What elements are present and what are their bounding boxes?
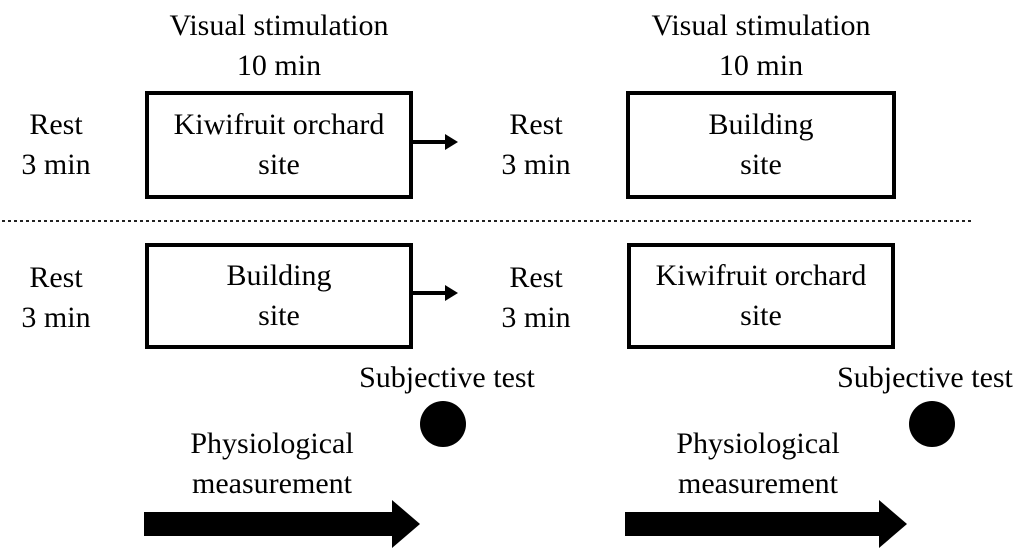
rest-label-row2-left: Rest 3 min: [6, 258, 106, 338]
rest-line1: Rest: [29, 108, 83, 141]
flow-arrow-icon: [412, 131, 460, 153]
rest-line1: Rest: [509, 261, 563, 294]
site-box-line2: site: [740, 299, 782, 332]
physiological-measurement-label-right: Physiological measurement: [628, 424, 888, 504]
site-box-kiwifruit-row2: Kiwifruit orchard site: [627, 243, 895, 349]
rest-line2: 3 min: [21, 148, 91, 181]
site-box-line1: Building: [708, 108, 814, 141]
rest-line2: 3 min: [501, 301, 571, 334]
visual-stimulation-header-right: Visual stimulation 10 min: [626, 6, 896, 86]
rest-line1: Rest: [29, 261, 83, 294]
site-box-line1: Kiwifruit orchard: [173, 108, 385, 141]
rest-line2: 3 min: [501, 148, 571, 181]
subjective-test-dot-icon: [420, 401, 466, 447]
subjective-test-label-right: Subjective test: [825, 358, 1024, 398]
physiological-line1: Physiological: [676, 427, 840, 460]
site-box-line2: site: [258, 148, 300, 181]
header-line1: Visual stimulation: [169, 9, 389, 42]
subjective-test-label-left: Subjective test: [347, 358, 547, 398]
site-box-line1: Kiwifruit orchard: [655, 259, 867, 292]
rest-label-row2-mid: Rest 3 min: [486, 258, 586, 338]
physiological-timeline-arrow-icon: [144, 500, 420, 548]
rest-label-row1-mid: Rest 3 min: [486, 105, 586, 185]
header-line2: 10 min: [236, 49, 322, 82]
physiological-timeline-arrow-icon: [625, 500, 907, 548]
physiological-line1: Physiological: [190, 427, 354, 460]
rest-line2: 3 min: [21, 301, 91, 334]
flow-arrow-icon: [412, 282, 460, 304]
subjective-test-text: Subjective test: [837, 361, 1013, 394]
subjective-test-dot-icon: [909, 401, 955, 447]
physiological-line2: measurement: [192, 467, 352, 500]
site-box-line2: site: [740, 148, 782, 181]
rest-label-row1-left: Rest 3 min: [6, 105, 106, 185]
visual-stimulation-header-left: Visual stimulation 10 min: [145, 6, 413, 86]
site-box-building-row2: Building site: [145, 243, 413, 349]
site-box-line1: Building: [226, 259, 332, 292]
site-box-kiwifruit-row1: Kiwifruit orchard site: [145, 91, 413, 199]
session-divider-dashed-line: [2, 220, 973, 222]
rest-line1: Rest: [509, 108, 563, 141]
subjective-test-text: Subjective test: [359, 361, 535, 394]
site-box-line2: site: [258, 299, 300, 332]
site-box-building-row1: Building site: [626, 91, 896, 199]
physiological-measurement-label-left: Physiological measurement: [142, 424, 402, 504]
header-line2: 10 min: [718, 49, 804, 82]
physiological-line2: measurement: [678, 467, 838, 500]
header-line1: Visual stimulation: [651, 9, 871, 42]
